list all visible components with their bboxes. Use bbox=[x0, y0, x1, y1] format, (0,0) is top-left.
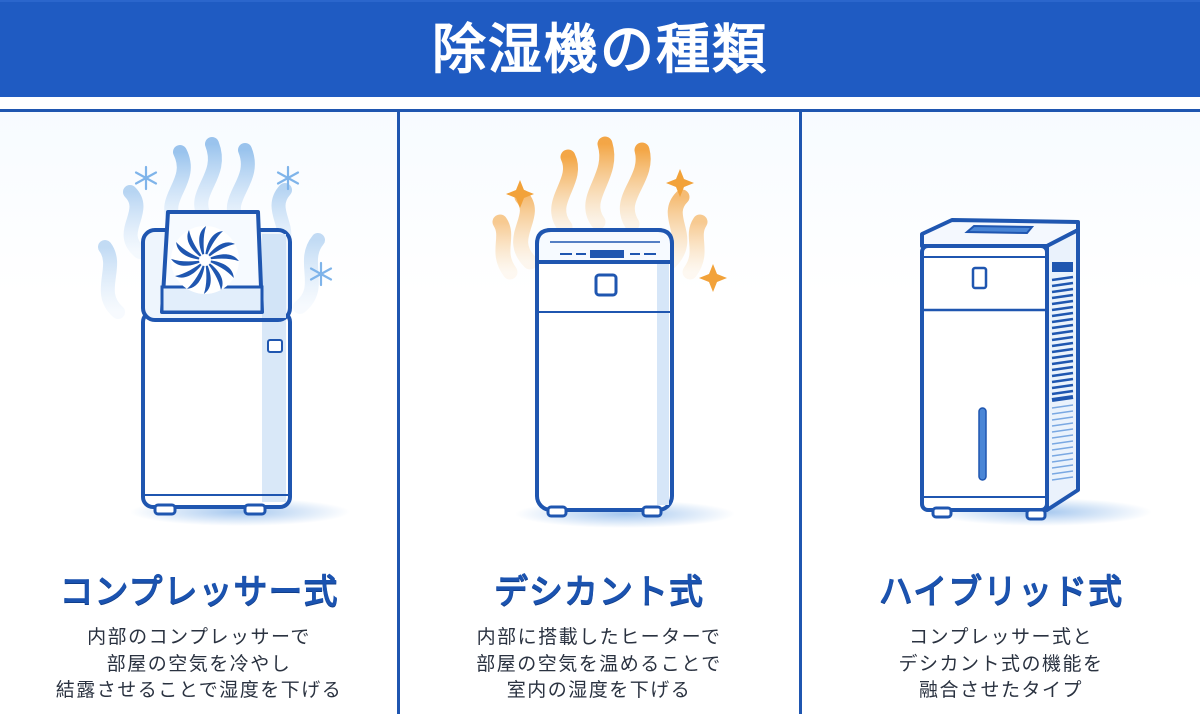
description-line: 室内の湿度を下げる bbox=[506, 679, 692, 701]
panel-description: 内部のコンプレッサーで 部屋の空気を冷やし 結露させることで湿度を下げる bbox=[0, 624, 398, 704]
panel-divider bbox=[799, 109, 802, 714]
page-title: 除湿機の種類 bbox=[432, 18, 768, 81]
panel-compressor: コンプレッサー式 内部のコンプレッサーで 部屋の空気を冷やし 結露させることで湿… bbox=[0, 112, 398, 714]
hybrid-illustration bbox=[802, 112, 1200, 542]
compressor-illustration bbox=[0, 112, 398, 542]
description-line: 結露させることで湿度を下げる bbox=[55, 679, 343, 701]
description-line: 内部に搭載したヒーターで bbox=[476, 626, 722, 648]
description-line: 内部のコンプレッサーで bbox=[87, 626, 311, 648]
snowflake-icon bbox=[134, 165, 333, 287]
panel-title: ハイブリッド式 bbox=[878, 572, 1124, 612]
fan-icon bbox=[171, 226, 239, 294]
panel-desiccant: デシカント式 内部に搭載したヒーターで 部屋の空気を温めることで 室内の湿度を下… bbox=[400, 112, 798, 714]
panel-title: デシカント式 bbox=[494, 572, 704, 612]
panel-title: コンプレッサー式 bbox=[59, 572, 339, 612]
water-level-window-icon bbox=[978, 407, 987, 481]
header-divider bbox=[0, 109, 1200, 112]
description-line: デシカント式の機能を bbox=[898, 652, 1104, 675]
description-line: 部屋の空気を冷やし bbox=[106, 652, 292, 675]
panel-hybrid: ハイブリッド式 コンプレッサー式と デシカント式の機能を 融合させたタイプ bbox=[802, 112, 1200, 714]
heat-wave-icon bbox=[492, 136, 708, 280]
description-line: コンプレッサー式と bbox=[909, 626, 1093, 648]
panel-divider bbox=[397, 109, 400, 714]
header-banner: 除湿機の種類 bbox=[0, 0, 1200, 97]
sparkle-icon bbox=[506, 169, 727, 292]
panel-description: コンプレッサー式と デシカント式の機能を 融合させたタイプ bbox=[802, 624, 1200, 704]
description-line: 融合させたタイプ bbox=[918, 679, 1083, 701]
desiccant-illustration bbox=[400, 112, 798, 542]
description-line: 部屋の空気を温めることで bbox=[476, 652, 722, 675]
vent-grille-icon bbox=[1051, 275, 1074, 402]
panel-description: 内部に搭載したヒーターで 部屋の空気を温めることで 室内の湿度を下げる bbox=[400, 624, 798, 704]
